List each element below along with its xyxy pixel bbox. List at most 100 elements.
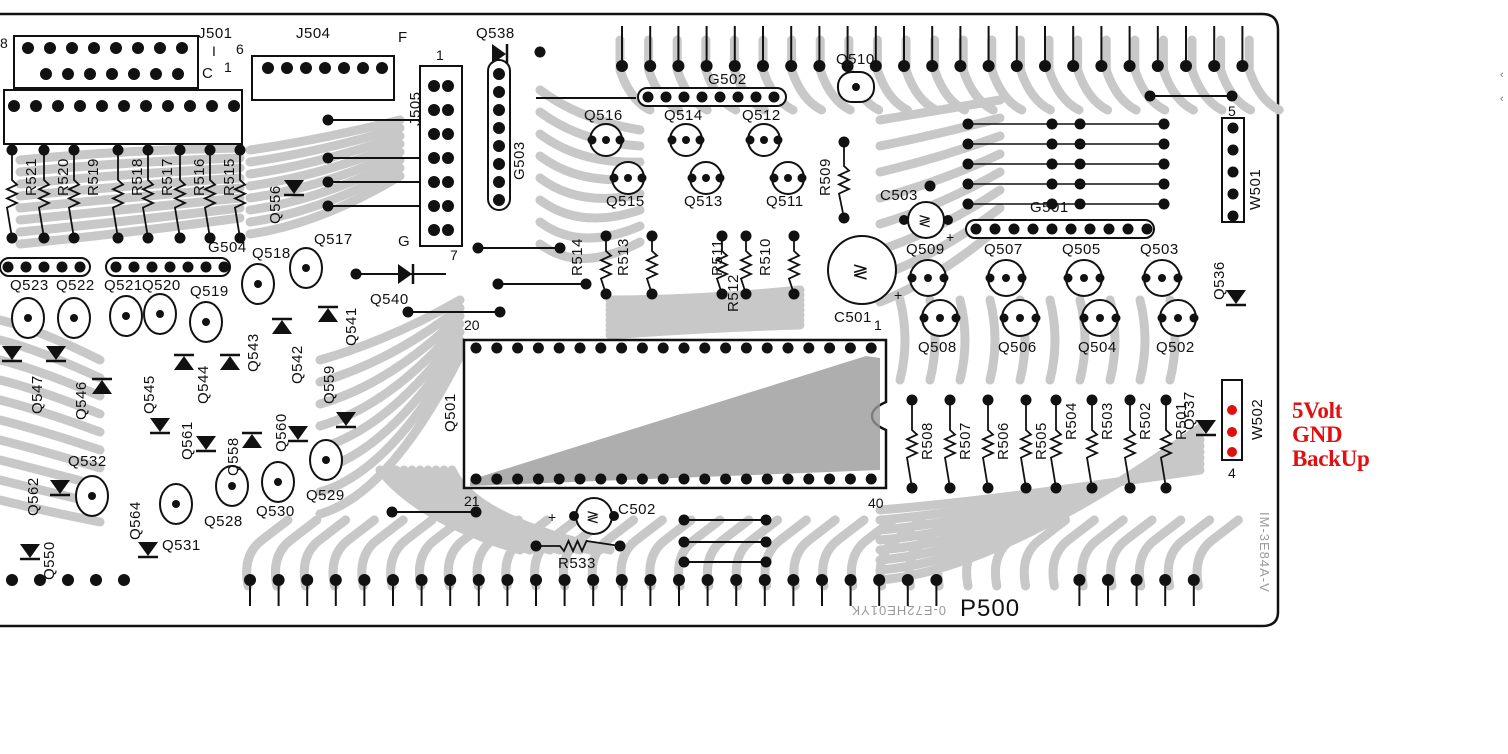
pad bbox=[493, 176, 505, 188]
trace bbox=[0, 415, 105, 455]
trace bbox=[535, 195, 645, 223]
pad bbox=[494, 306, 506, 318]
label-c502: C502 bbox=[618, 501, 656, 518]
resistor bbox=[1158, 400, 1174, 489]
pad bbox=[1151, 60, 1164, 72]
pad bbox=[760, 514, 772, 526]
header-outline bbox=[3, 89, 243, 145]
trace bbox=[1187, 35, 1227, 115]
annotation-gnd: GND bbox=[1292, 422, 1343, 447]
pad bbox=[174, 144, 186, 156]
ic-pin40-label: 40 bbox=[868, 495, 884, 511]
pad bbox=[1157, 313, 1167, 323]
pad bbox=[122, 312, 130, 320]
pad bbox=[667, 135, 677, 145]
label-w501: W501 bbox=[1247, 169, 1264, 210]
ic-pin bbox=[636, 342, 648, 354]
diode-body bbox=[174, 356, 194, 370]
pad bbox=[428, 104, 440, 116]
pad bbox=[1130, 574, 1143, 586]
ic-pin bbox=[720, 342, 732, 354]
annotation-5volt: 5Volt bbox=[1292, 398, 1343, 423]
pad bbox=[970, 223, 982, 235]
pad bbox=[415, 574, 428, 586]
w501-pin5-label: 5 bbox=[1228, 103, 1236, 119]
j501-c-label: C bbox=[202, 65, 213, 82]
diode-q559: Q559 bbox=[321, 365, 338, 404]
resistor bbox=[1018, 400, 1034, 489]
transistor-q511: Q511 bbox=[766, 193, 804, 210]
diode-q564: Q564 bbox=[127, 501, 144, 540]
resistor-r521: R521 bbox=[23, 158, 40, 196]
label-g503: G503 bbox=[511, 141, 528, 180]
ic-pin bbox=[574, 473, 586, 485]
trace bbox=[245, 131, 405, 179]
pad bbox=[682, 136, 690, 144]
pad bbox=[750, 91, 762, 103]
pad bbox=[6, 144, 18, 156]
resistor bbox=[66, 150, 82, 239]
pad bbox=[785, 60, 798, 72]
pad bbox=[156, 310, 164, 318]
pad bbox=[642, 91, 654, 103]
trace bbox=[0, 495, 105, 527]
pad bbox=[1039, 60, 1051, 72]
pad bbox=[1180, 60, 1192, 72]
transistor-q506: Q506 bbox=[998, 339, 1037, 356]
pad bbox=[1173, 273, 1183, 283]
pad bbox=[602, 136, 610, 144]
pad bbox=[944, 394, 956, 406]
pad bbox=[813, 60, 826, 72]
resistor-r510: R510 bbox=[757, 238, 774, 276]
ic-pin bbox=[740, 473, 752, 485]
label-j501: J501 bbox=[198, 25, 233, 42]
resistor-r513: R513 bbox=[615, 238, 632, 276]
diode-body bbox=[150, 418, 170, 432]
resistor-r505: R505 bbox=[1033, 422, 1050, 460]
ic-pin bbox=[470, 342, 482, 354]
trace bbox=[895, 295, 910, 385]
trace bbox=[315, 327, 465, 453]
diode-body bbox=[196, 436, 216, 450]
ic-pin21-label: 21 bbox=[464, 493, 480, 509]
diode-body bbox=[1196, 420, 1216, 434]
resistor-r519: R519 bbox=[85, 158, 102, 196]
transistor-q509: Q509 bbox=[906, 241, 945, 258]
resistor-r515: R515 bbox=[221, 158, 238, 196]
board-name: P500 bbox=[960, 595, 1020, 622]
pad bbox=[96, 100, 108, 112]
diode-body bbox=[92, 380, 112, 394]
pad bbox=[88, 42, 100, 54]
pad bbox=[1102, 574, 1114, 586]
pad bbox=[1095, 273, 1105, 283]
pad bbox=[62, 68, 74, 80]
pad bbox=[924, 180, 936, 192]
pad bbox=[644, 574, 657, 586]
diode-q560: Q560 bbox=[273, 413, 290, 452]
pad bbox=[943, 215, 953, 225]
pad bbox=[788, 230, 800, 242]
pad bbox=[695, 135, 705, 145]
pad bbox=[715, 173, 725, 183]
pad bbox=[254, 280, 262, 288]
pad bbox=[172, 500, 180, 508]
pad bbox=[1008, 223, 1020, 235]
pad bbox=[700, 60, 713, 72]
pad bbox=[644, 60, 657, 72]
ic-pin1-label: 1 bbox=[874, 317, 882, 333]
transistor-q516: Q516 bbox=[584, 107, 623, 124]
trace bbox=[447, 465, 615, 555]
silk-side-code: IM-3E84A-V bbox=[1257, 512, 1272, 593]
pad bbox=[716, 230, 728, 242]
pad bbox=[428, 224, 440, 236]
diode-q546: Q546 bbox=[73, 381, 90, 420]
trace bbox=[0, 315, 105, 365]
diode-body bbox=[318, 308, 338, 322]
label-g504: G504 bbox=[208, 239, 247, 256]
pad bbox=[1079, 313, 1089, 323]
j501-pin8-label: 8 bbox=[0, 35, 8, 51]
pad bbox=[1227, 144, 1239, 156]
pad bbox=[38, 232, 50, 244]
pad bbox=[112, 144, 124, 156]
